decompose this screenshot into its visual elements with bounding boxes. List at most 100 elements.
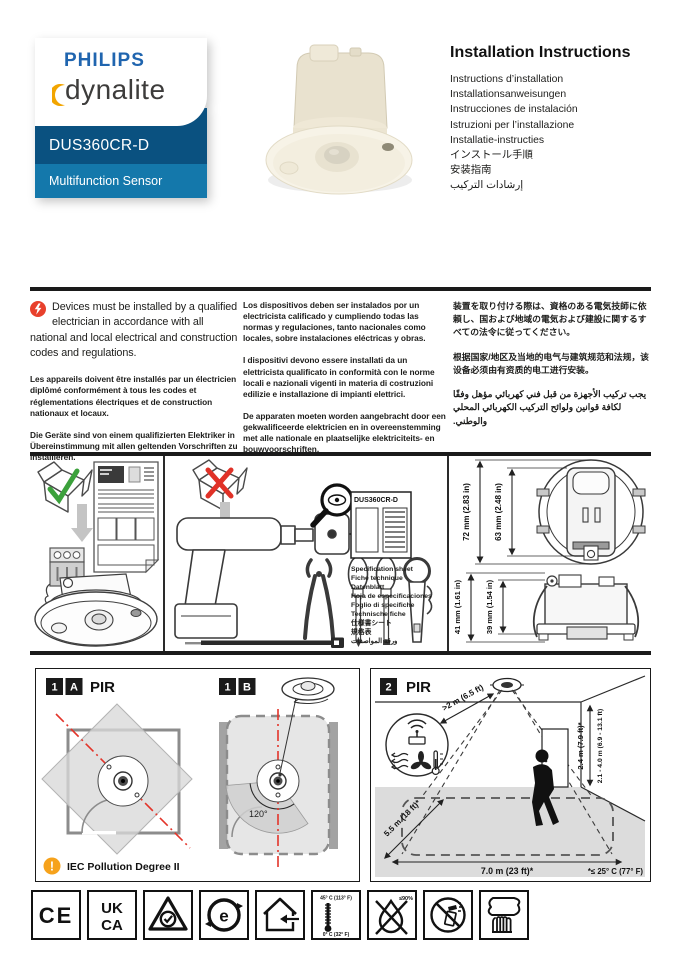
indoor-use-icon: [255, 890, 305, 940]
spec-label: 規格表: [351, 627, 372, 636]
step-number: 1: [51, 682, 57, 694]
ukca-mark: UK CA: [87, 890, 137, 940]
step-badge: [380, 678, 397, 695]
no-spray-cleaning-icon: [423, 890, 473, 940]
dim-63mm: 63 mm (2.48 in): [494, 467, 584, 557]
sensor-unit-drawing: [34, 573, 158, 647]
pollution-note: ! IEC Pollution Degree II: [43, 857, 180, 875]
cable-tie-icon: [185, 637, 344, 648]
dim-72mm: 72 mm (2.83 in): [462, 459, 591, 565]
brand-card: PHILIPS dynalite DUS360CR-D Multifunctio…: [35, 38, 207, 198]
safety-notice-de: Die Geräte sind von einem qualifizierten…: [30, 429, 238, 462]
safety-col-1: Devices must be installed by a qualified…: [30, 300, 241, 474]
ce-mark: CE: [31, 890, 81, 940]
top-view-drawing: [536, 459, 646, 565]
doc-title: Installation Instructions: [450, 44, 631, 61]
wireless-device-icon: [407, 719, 427, 745]
magnifier-eye-icon: [310, 483, 354, 528]
step-number: 1: [224, 682, 230, 694]
alert-icon: [43, 857, 61, 875]
cross-icon: [205, 467, 234, 499]
divider-rule-mid: [30, 452, 651, 456]
temp-max-label: 45° C (113° F): [320, 896, 352, 902]
step-number: 2: [385, 682, 391, 694]
fan-icon: [410, 751, 432, 770]
safety-notice-fr: Les appareils doivent être installés par…: [30, 374, 237, 418]
temp-condition-label: *≤ 25° C (77° F): [588, 867, 644, 876]
wire-stripper-icon: [403, 557, 433, 643]
check-icon: [47, 468, 80, 505]
screwdriver-icon: [347, 556, 369, 647]
operating-temperature-icon: 45° C (113° F) 0° C (32° F): [311, 890, 361, 940]
safety-col-3: 装置を取り付ける際は、資格のある電気技師に依頼し、国および地域の電気および建設に…: [453, 300, 653, 439]
safety-notice-en: Devices must be installed by a qualified…: [30, 301, 238, 359]
sensor-mini-drawing: [278, 677, 335, 777]
safety-notice-zh: 根据国家/地区及当地的电气与建筑规范和法规，该设备必须由有资质的电工进行安装。: [453, 351, 649, 375]
spec-sheet-labels: Specification sheet Fiche technique Date…: [350, 566, 432, 645]
subtitle-de: Installationsanweisungen: [450, 89, 567, 101]
step-badge: [46, 678, 63, 695]
panel-pir-orientation: 1 A PIR 1 B: [35, 668, 360, 882]
dim-outer-label: 72 mm (2.83 in): [462, 483, 471, 541]
electrician-warning-icon: [30, 301, 46, 317]
product-type-band: Multifunction Sensor: [35, 164, 207, 198]
ceiling-sensor-icon: [490, 677, 524, 693]
ukca-top-text: UK: [101, 900, 123, 917]
coverage-rotation-diagram: [41, 703, 193, 855]
screwdriver-icon: [375, 556, 397, 645]
thermometer-icon: [431, 750, 443, 775]
dim-recess-label: 39 mm (1.54 in): [485, 579, 494, 634]
mount-height-label: 2.4 m (7.9 ft)*: [576, 722, 585, 769]
divider-rule-bottom: [30, 651, 651, 655]
safety-col-2: Los dispositivos deben ser instalados po…: [243, 300, 446, 466]
arrow-down-icon: [71, 504, 93, 542]
humidity-max-label: ≤90%: [399, 896, 413, 902]
clearance-label: >2 m (6.5 ft): [441, 683, 486, 713]
spec-label: Technische fiche: [351, 611, 406, 618]
variant-badge: [238, 678, 256, 695]
safety-notice-it: I dispositivi devono essere installati d…: [243, 355, 435, 399]
dim-41mm: 41 mm (1.61 in): [453, 572, 545, 643]
rotation-angle-label: 120°: [249, 809, 268, 819]
sensor-rotate-diagram: 120°: [219, 677, 338, 867]
subtitle-ar: إرشادات التركيب: [450, 180, 524, 192]
alert-mark: !: [50, 860, 54, 874]
temp-min-label: 0° C (32° F): [323, 932, 350, 938]
safety-notice-es: Los dispositivos deben ser instalados po…: [243, 300, 426, 344]
panel-divider-1: [163, 456, 165, 651]
pliers-icon: [303, 558, 335, 640]
subtitle-zh: 安装指南: [450, 165, 492, 177]
safety-notice-ja: 装置を取り付ける際は、資格のある電気技師に依頼し、国および地域の電気および建設に…: [453, 301, 647, 338]
environment-factors-icon: [385, 713, 449, 777]
clearance-dim: >2 m (6.5 ft): [439, 683, 495, 724]
person-silhouette: [532, 749, 559, 826]
variant-letter: B: [243, 682, 251, 694]
spec-sheet-model: DUS360CR-D: [354, 497, 398, 504]
airflow-icon: [390, 752, 409, 770]
spec-label: ورقة المواصفات: [351, 637, 397, 645]
dim-height-label: 41 mm (1.61 in): [453, 579, 462, 634]
variant-badge: [65, 678, 83, 695]
side-view-drawing: [532, 574, 640, 641]
mount-height-dim: 2.4 m (7.9 ft)* 2.1 - 4.0 m (6.9 - 13.1 …: [576, 704, 604, 787]
subtitle-nl: Installatie-instructies: [450, 134, 545, 146]
dynalite-wordmark: dynalite: [65, 74, 166, 105]
ce-mark-text: CE: [39, 903, 74, 928]
china-rohs-mark: e: [199, 890, 249, 940]
leaflet: [93, 461, 160, 574]
spec-label: Hoja de especificaciones: [351, 593, 432, 600]
spec-label: Foglio di specifiche: [351, 602, 415, 609]
panel-dimensions: 72 mm (2.83 in) 63 mm (2.48 in) 41 mm (1…: [453, 459, 646, 643]
divider-rule-top: [30, 287, 651, 291]
rcm-mark: [143, 890, 193, 940]
spec-sheet: DUS360CR-D: [350, 491, 412, 559]
panel-pir-coverage: >2 m (6.5 ft) 2.4 m (7.9 ft)* 2.1 - 4.0 …: [370, 668, 651, 882]
safety-notice-nl: De apparaten moeten worden aangebracht d…: [243, 410, 446, 455]
humidity-limit-icon: ≤90%: [367, 890, 417, 940]
pir-label: PIR: [406, 679, 431, 696]
spec-label: Fiche technique: [351, 575, 403, 582]
wipe-clean-icon: [479, 890, 529, 940]
dynalite-swoosh-icon: [52, 84, 65, 106]
dim-39mm: 39 mm (1.54 in): [485, 579, 561, 635]
pir-label: PIR: [90, 679, 115, 696]
